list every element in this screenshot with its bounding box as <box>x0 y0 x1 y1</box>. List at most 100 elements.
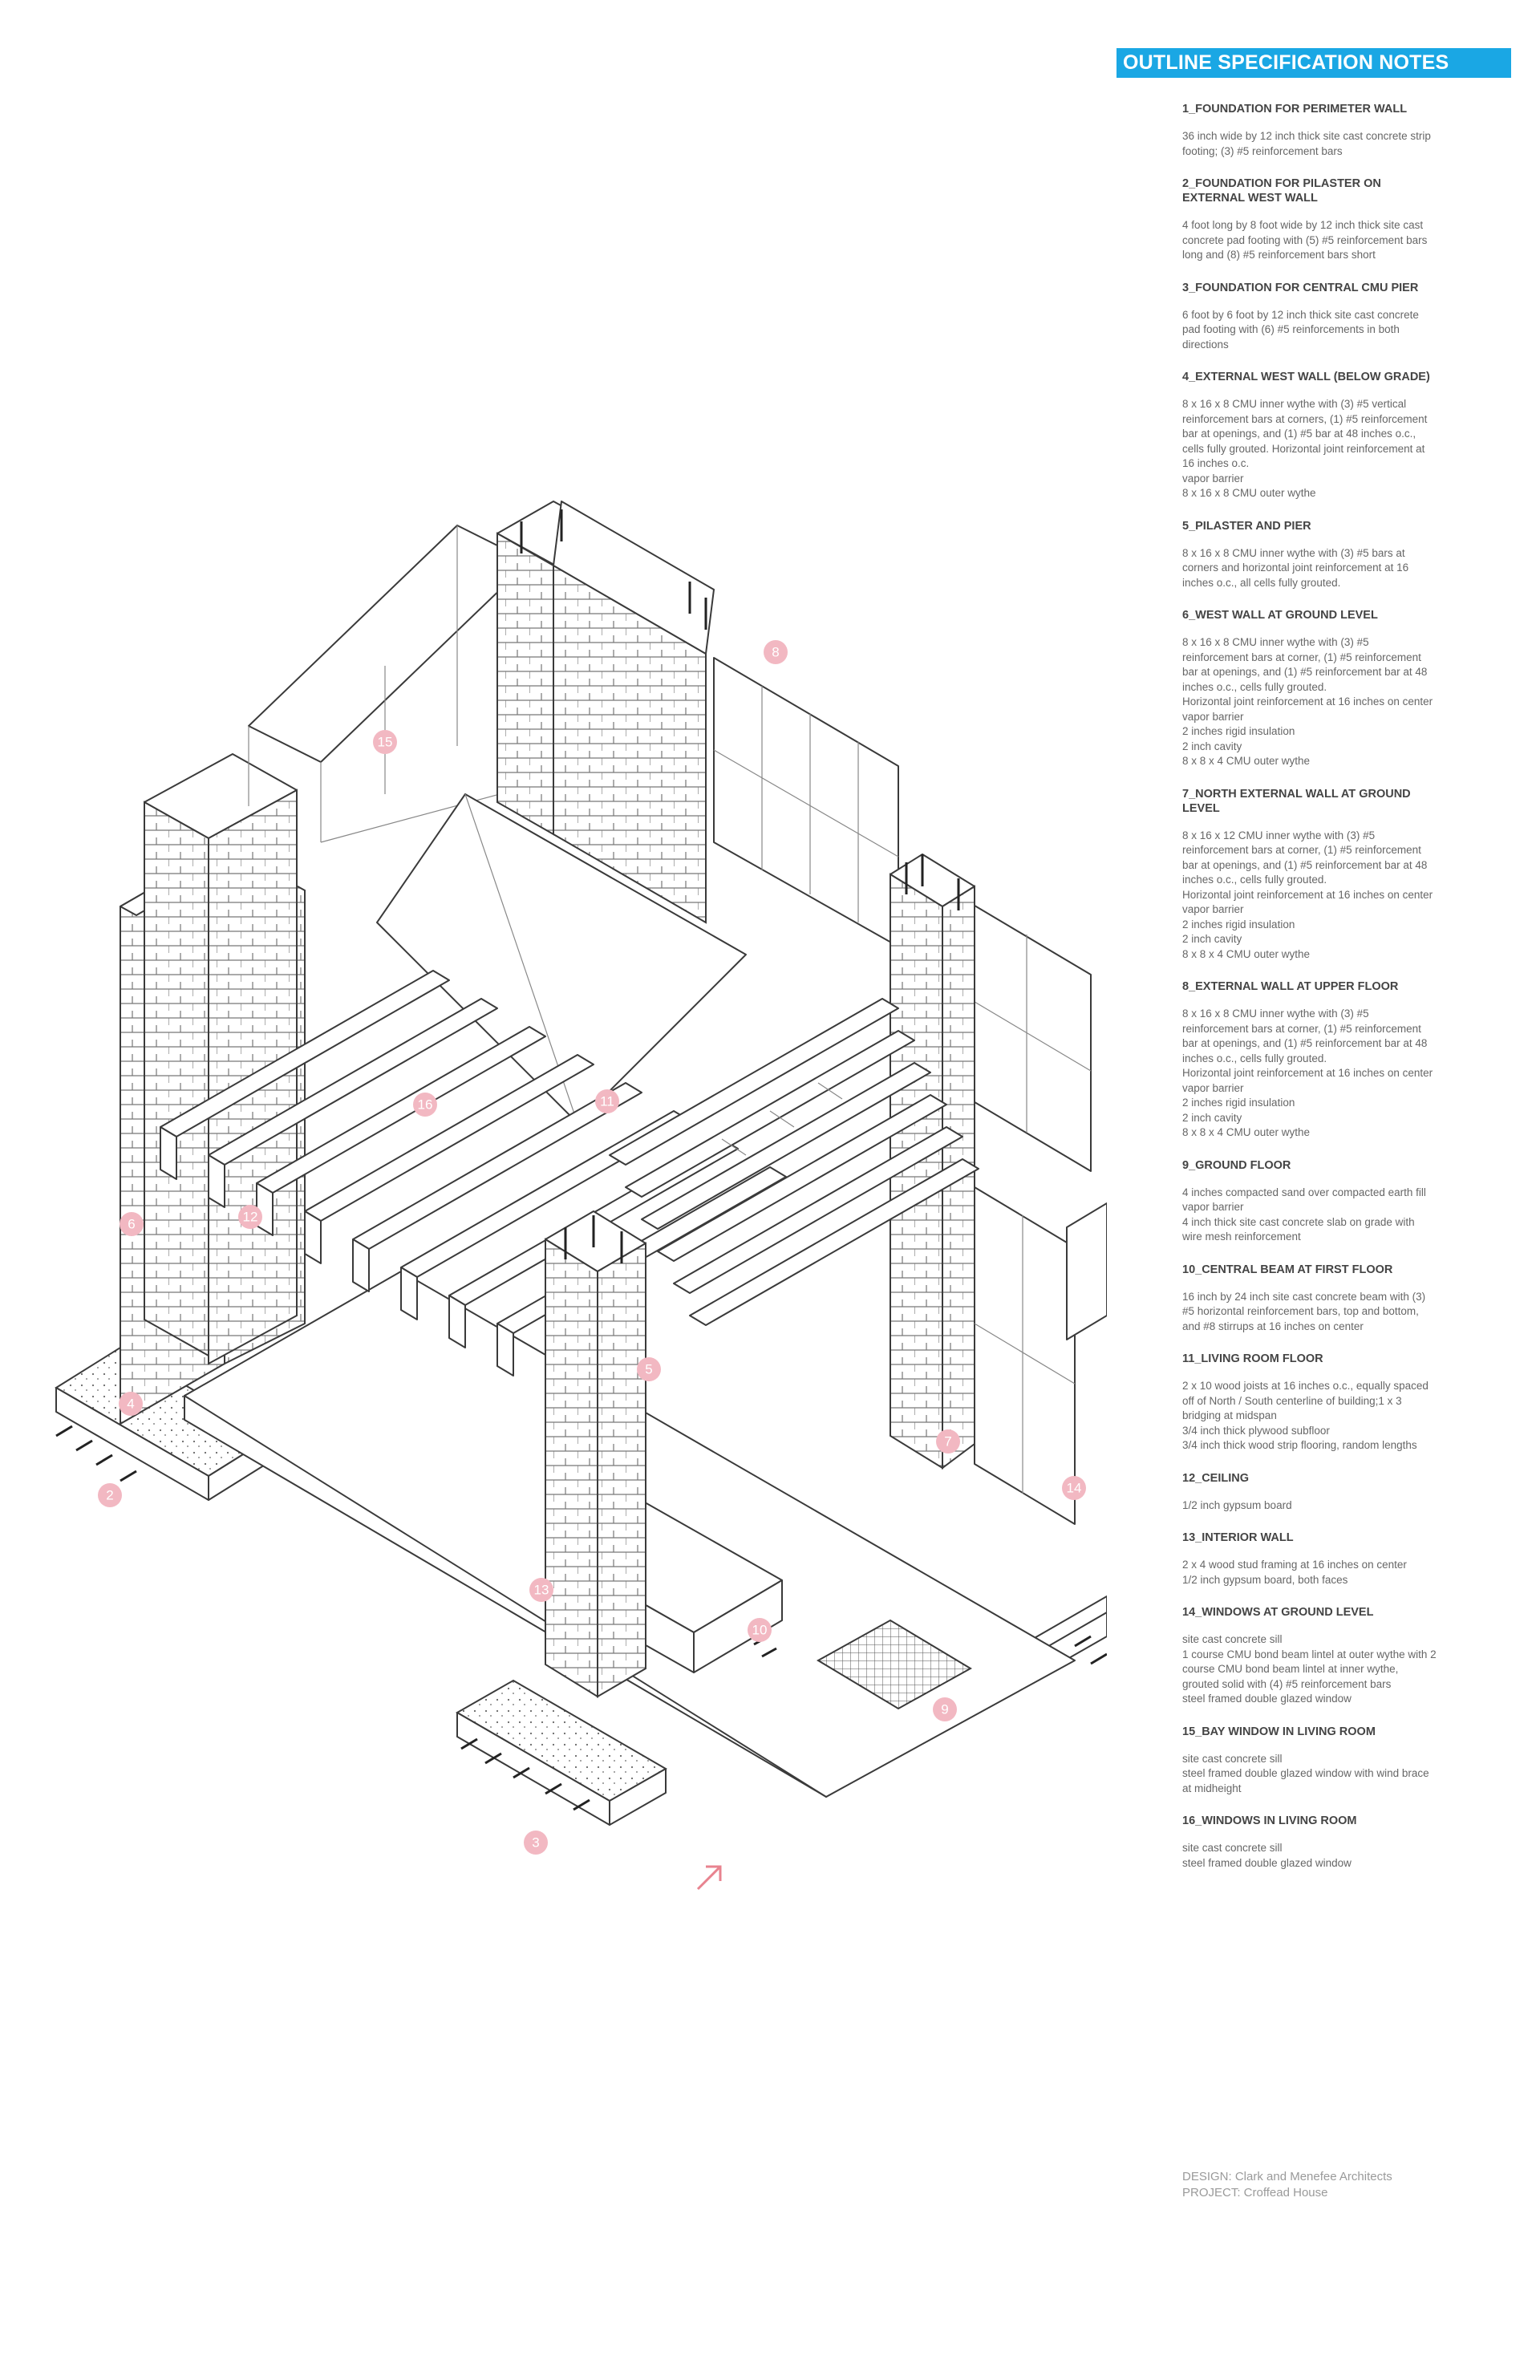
callout-12[interactable]: 12 <box>238 1205 262 1229</box>
note-line: 8 x 16 x 8 CMU outer wythe <box>1182 487 1316 499</box>
note-body: 8 x 16 x 8 CMU inner wythe with (3) #5 r… <box>1182 635 1437 769</box>
note-body: site cast concrete sill steel framed doub… <box>1182 1752 1437 1797</box>
note-item: 4_EXTERNAL WEST WALL (BELOW GRADE)8 x 16… <box>1182 370 1437 501</box>
note-heading: 8_EXTERNAL WALL AT UPPER FLOOR <box>1182 980 1399 993</box>
note-body: 16 inch by 24 inch site cast concrete be… <box>1182 1290 1437 1335</box>
note-heading: 3_FOUNDATION FOR CENTRAL CMU PIER <box>1182 281 1419 294</box>
svg-text:10: 10 <box>752 1623 768 1638</box>
note-heading: 12_CEILING <box>1182 1471 1249 1485</box>
note-body: 4 foot long by 8 foot wide by 12 inch th… <box>1182 218 1437 263</box>
note-line: 2 inches rigid insulation <box>1182 918 1295 931</box>
note-line: site cast concrete sill <box>1182 1752 1283 1765</box>
note-item: 9_GROUND FLOOR 4 inches compacted sand ov… <box>1182 1158 1437 1245</box>
floor-joists-east <box>609 998 979 1326</box>
callout-10[interactable]: 10 <box>748 1618 772 1642</box>
callout-markers: 1 2 3 4 5 6 7 8 9 10 11 12 13 14 15 16 <box>98 640 1086 1855</box>
note-line: site cast concrete sill <box>1182 1633 1283 1645</box>
callout-3[interactable]: 3 <box>524 1831 548 1855</box>
callout-15[interactable]: 15 <box>373 730 397 754</box>
svg-text:15: 15 <box>378 735 393 750</box>
note-heading: 7_NORTH EXTERNAL WALL AT GROUND LEVEL <box>1182 787 1411 815</box>
callout-14[interactable]: 14 <box>1062 1476 1086 1500</box>
note-line: Horizontal joint reinforcement at 16 inc… <box>1182 1067 1433 1079</box>
note-line: 8 x 8 x 4 CMU outer wythe <box>1182 947 1311 960</box>
callout-7[interactable]: 7 <box>936 1429 960 1454</box>
note-line: 1 course CMU bond beam lintel at outer w… <box>1182 1648 1437 1690</box>
note-line: steel framed double glazed window with w… <box>1182 1767 1429 1794</box>
svg-text:12: 12 <box>243 1210 258 1225</box>
note-line: vapor barrier <box>1182 710 1244 723</box>
note-line: Horizontal joint reinforcement at 16 inc… <box>1182 695 1433 708</box>
credits: DESIGN: Clark and Menefee Architects PRO… <box>1182 2169 1392 2201</box>
callout-5[interactable]: 5 <box>637 1357 661 1381</box>
note-body: 8 x 16 x 12 CMU inner wythe with (3) #5 … <box>1182 829 1437 963</box>
callout-2[interactable]: 2 <box>98 1483 122 1507</box>
specification-notes-panel: OUTLINE SPECIFICATION NOTES 1_FOUNDATION… <box>1116 48 1518 1888</box>
note-line: 3/4 inch thick wood strip flooring, rand… <box>1182 1439 1417 1451</box>
note-body: 4 inches compacted sand over compacted e… <box>1182 1186 1437 1245</box>
note-body: 8 x 16 x 8 CMU inner wythe with (3) #5 v… <box>1182 397 1437 501</box>
note-line: vapor barrier <box>1182 903 1244 915</box>
svg-text:16: 16 <box>418 1097 433 1113</box>
note-line: 3/4 inch thick plywood subfloor <box>1182 1424 1330 1437</box>
note-heading: 5_PILASTER AND PIER <box>1182 519 1311 533</box>
note-item: 8_EXTERNAL WALL AT UPPER FLOOR 8 x 16 x 8… <box>1182 979 1437 1141</box>
note-body: site cast concrete sill 1 course CMU bond… <box>1182 1632 1437 1707</box>
note-line: 4 inch thick site cast concrete slab on … <box>1182 1215 1415 1243</box>
design-credit: DESIGN: Clark and Menefee Architects <box>1182 2170 1392 2183</box>
callout-8[interactable]: 8 <box>764 640 788 664</box>
note-heading: 14_WINDOWS AT GROUND LEVEL <box>1182 1606 1374 1619</box>
callout-16[interactable]: 16 <box>413 1093 437 1117</box>
note-line: 8 x 16 x 12 CMU inner wythe with (3) #5 … <box>1182 829 1428 886</box>
note-item: 7_NORTH EXTERNAL WALL AT GROUND LEVEL 8 x… <box>1182 787 1437 963</box>
callout-9[interactable]: 9 <box>933 1697 957 1721</box>
svg-text:5: 5 <box>645 1362 652 1377</box>
svg-text:6: 6 <box>128 1217 135 1232</box>
note-item: 15_BAY WINDOW IN LIVING ROOM site cast co… <box>1182 1725 1437 1797</box>
project-credit: PROJECT: Croffead House <box>1182 2186 1328 2200</box>
note-body: 1/2 inch gypsum board <box>1182 1498 1437 1514</box>
north-pilaster <box>496 501 715 924</box>
note-line: 4 foot long by 8 foot wide by 12 inch th… <box>1182 219 1428 261</box>
note-line: 2 inch cavity <box>1182 740 1242 752</box>
note-heading: 15_BAY WINDOW IN LIVING ROOM <box>1182 1725 1376 1738</box>
note-item: 5_PILASTER AND PIER 8 x 16 x 8 CMU inner … <box>1182 519 1437 591</box>
note-body: 2 x 10 wood joists at 16 inches o.c., eq… <box>1182 1379 1437 1454</box>
note-line: 8 x 16 x 8 CMU inner wythe with (3) #5 b… <box>1182 546 1409 589</box>
svg-text:9: 9 <box>941 1702 948 1717</box>
note-line: 16 inch by 24 inch site cast concrete be… <box>1182 1290 1426 1332</box>
note-item: 14_WINDOWS AT GROUND LEVEL site cast conc… <box>1182 1605 1437 1707</box>
note-body: 8 x 16 x 8 CMU inner wythe with (3) #5 b… <box>1182 546 1437 591</box>
note-body: 8 x 16 x 8 CMU inner wythe with (3) #5 r… <box>1182 1007 1437 1141</box>
svg-text:3: 3 <box>532 1835 539 1851</box>
note-line: 1/2 inch gypsum board <box>1182 1498 1292 1511</box>
note-line: 2 inches rigid insulation <box>1182 725 1295 737</box>
note-body: 36 inch wide by 12 inch thick site cast … <box>1182 129 1437 159</box>
note-line: 1/2 inch gypsum board, both faces <box>1182 1573 1348 1586</box>
note-heading: 9_GROUND FLOOR <box>1182 1158 1291 1172</box>
callout-13[interactable]: 13 <box>529 1578 553 1602</box>
svg-text:8: 8 <box>772 645 779 660</box>
svg-text:13: 13 <box>534 1583 549 1598</box>
axonometric-drawing: 1 2 3 4 5 6 7 8 9 10 11 12 13 14 15 16 <box>55 501 1107 1891</box>
note-line: steel framed double glazed window <box>1182 1856 1352 1869</box>
note-line: vapor barrier <box>1182 1201 1244 1213</box>
note-heading: 16_WINDOWS IN LIVING ROOM <box>1182 1814 1357 1827</box>
west-wall <box>120 753 306 1425</box>
svg-text:14: 14 <box>1067 1481 1082 1496</box>
note-line: Horizontal joint reinforcement at 16 inc… <box>1182 888 1433 901</box>
svg-text:4: 4 <box>127 1397 134 1412</box>
note-line: 2 x 4 wood stud framing at 16 inches on … <box>1182 1559 1407 1571</box>
callout-4[interactable]: 4 <box>119 1392 143 1416</box>
callout-6[interactable]: 6 <box>120 1212 144 1236</box>
callout-11[interactable]: 11 <box>595 1089 619 1113</box>
svg-text:11: 11 <box>600 1094 614 1109</box>
north-arrow-icon <box>696 1865 722 1891</box>
note-line: 8 x 16 x 8 CMU inner wythe with (3) #5 r… <box>1182 636 1428 693</box>
note-line: 4 inches compacted sand over compacted e… <box>1182 1186 1426 1198</box>
